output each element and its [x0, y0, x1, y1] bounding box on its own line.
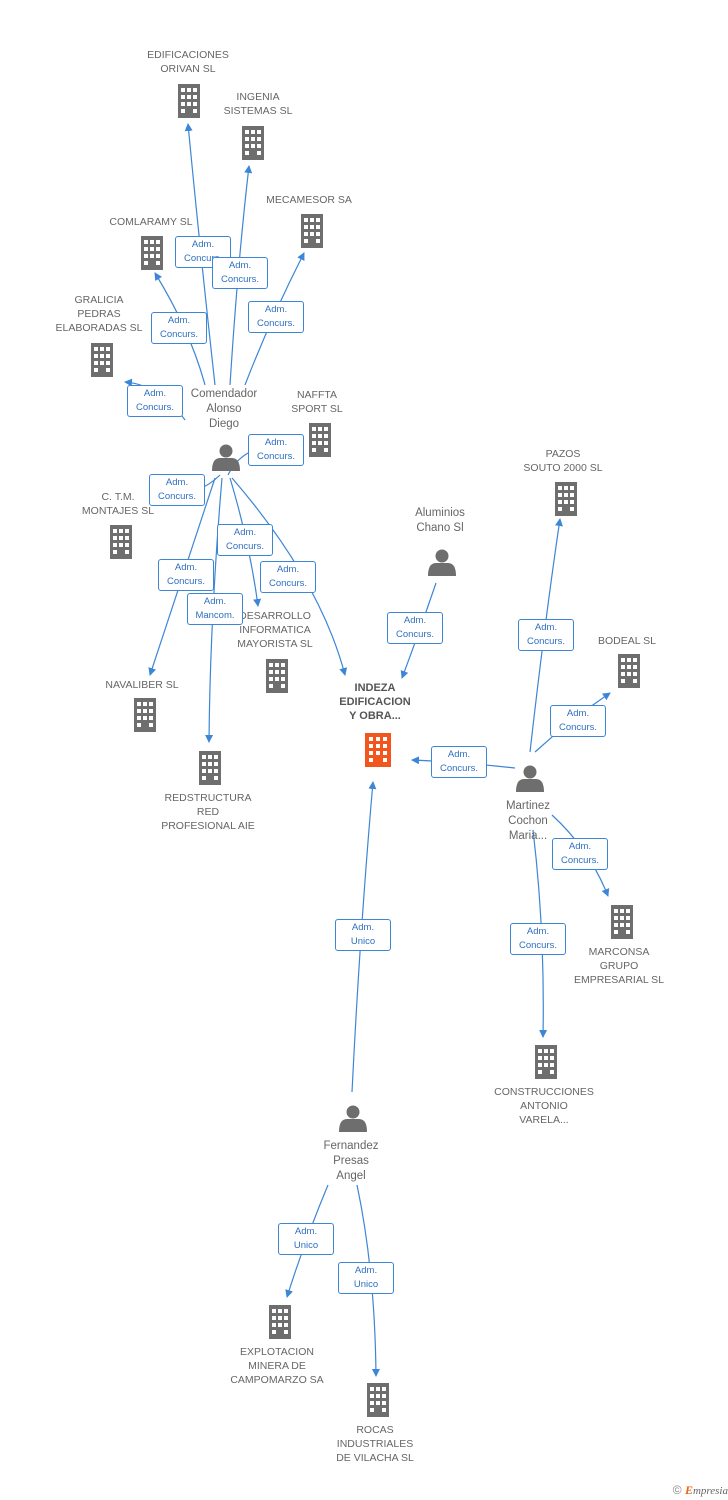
building-icon-rocas-industriales[interactable]	[367, 1383, 389, 1417]
node-label-construcciones[interactable]: CONSTRUCCIONES ANTONIO VARELA...	[494, 1086, 594, 1126]
building-icon-ingenia-sistemas[interactable]	[242, 126, 264, 160]
node-label-edificaciones-orivan[interactable]: EDIFICACIONES ORIVAN SL	[147, 49, 229, 75]
node-label-indeza-focus[interactable]: INDEZA EDIFICACION Y OBRA...	[339, 682, 411, 722]
relation-label[interactable]: Adm. Unico	[338, 1262, 394, 1294]
relation-label[interactable]: Adm. Concurs.	[518, 619, 574, 651]
relation-label[interactable]: Adm. Concurs.	[151, 312, 207, 344]
node-label-ctm-montajes[interactable]: C. T.M. MONTAJES SL	[81, 491, 155, 517]
copyright-symbol: ©	[672, 1483, 682, 1497]
building-icon-gralicia-pedras[interactable]	[91, 343, 113, 377]
person-icon-comendador[interactable]	[212, 444, 240, 472]
relation-label[interactable]: Adm. Concurs.	[149, 474, 205, 506]
node-label-explotacion[interactable]: EXPLOTACION MINERA DE CAMPOMARZO SA	[230, 1346, 324, 1386]
building-icon-ctm-montajes[interactable]	[110, 525, 132, 559]
node-label-bodeal[interactable]: BODEAL SL	[598, 635, 656, 647]
relation-label[interactable]: Adm. Concurs.	[127, 385, 183, 417]
relation-label[interactable]: Adm. Concurs.	[431, 746, 487, 778]
empresia-logo-initial: E	[684, 1483, 693, 1497]
empresia-logo-text: mpresia	[692, 1485, 728, 1497]
building-icon-bodeal[interactable]	[618, 654, 640, 688]
relation-label[interactable]: Adm. Mancom.	[187, 593, 243, 625]
relation-label[interactable]: Adm. Concurs.	[217, 524, 273, 556]
person-icon-aluminios[interactable]	[428, 549, 456, 577]
node-label-mecamesor[interactable]: MECAMESOR SA	[266, 194, 352, 206]
building-icon-pazos-souto[interactable]	[555, 482, 577, 516]
node-label-comendador[interactable]: Comendador Alonso Diego	[190, 388, 258, 430]
relation-label[interactable]: Adm. Concurs.	[248, 301, 304, 333]
building-icon-redstructura[interactable]	[199, 751, 221, 785]
node-label-navaliber[interactable]: NAVALIBER SL	[105, 679, 179, 691]
building-icon-construcciones-antonio[interactable]	[535, 1045, 557, 1079]
node-label-comlaramy[interactable]: COMLARAMY SL	[109, 216, 193, 228]
relation-label[interactable]: Adm. Concurs.	[550, 705, 606, 737]
node-label-naffta[interactable]: NAFFTA SPORT SL	[291, 389, 343, 415]
building-icon-indeza-focus[interactable]	[365, 733, 391, 767]
building-icon-edificaciones-orivan[interactable]	[178, 84, 200, 118]
relation-label[interactable]: Adm. Concurs.	[552, 838, 608, 870]
person-icon-fernandez[interactable]	[339, 1105, 367, 1133]
node-label-redstructura[interactable]: REDSTRUCTURA RED PROFESIONAL AIE	[161, 792, 255, 832]
node-label-martinez[interactable]: Martinez Cochon Maria...	[505, 800, 551, 842]
node-label-rocas[interactable]: ROCAS INDUSTRIALES DE VILACHA SL	[336, 1424, 414, 1464]
building-icon-desarrollo-informatica[interactable]	[266, 659, 288, 693]
relation-label[interactable]: Adm. Unico	[278, 1223, 334, 1255]
relation-label[interactable]: Adm. Concurs.	[248, 434, 304, 466]
building-icon-naffta-sport[interactable]	[309, 423, 331, 457]
building-icon-explotacion-minera[interactable]	[269, 1305, 291, 1339]
empresia-footer: © Empresia	[673, 1483, 728, 1498]
node-label-desarrollo[interactable]: DESARROLLO INFORMATICA MAYORISTA SL	[237, 610, 313, 650]
relation-label[interactable]: Adm. Unico	[335, 919, 391, 951]
relation-label[interactable]: Adm. Concurs.	[158, 559, 214, 591]
building-icon-comlaramy[interactable]	[141, 236, 163, 270]
node-label-gralicia[interactable]: GRALICIA PEDRAS ELABORADAS SL	[55, 294, 143, 334]
relation-label[interactable]: Adm. Concurs.	[387, 612, 443, 644]
node-label-aluminios[interactable]: Aluminios Chano Sl	[415, 507, 465, 534]
node-label-fernandez[interactable]: Fernandez Presas Angel	[323, 1140, 379, 1182]
node-label-pazos-souto[interactable]: PAZOS SOUTO 2000 SL	[523, 448, 603, 474]
relation-label[interactable]: Adm. Concurs.	[212, 257, 268, 289]
relation-label[interactable]: Adm. Concurs.	[510, 923, 566, 955]
building-icon-marconsa[interactable]	[611, 905, 633, 939]
person-icon-martinez[interactable]	[516, 765, 544, 793]
node-label-ingenia-sistemas[interactable]: INGENIA SISTEMAS SL	[223, 91, 293, 117]
building-icon-navaliber[interactable]	[134, 698, 156, 732]
building-icon-mecamesor[interactable]	[301, 214, 323, 248]
relation-label[interactable]: Adm. Concurs.	[260, 561, 316, 593]
node-label-marconsa[interactable]: MARCONSA GRUPO EMPRESARIAL SL	[573, 946, 665, 986]
